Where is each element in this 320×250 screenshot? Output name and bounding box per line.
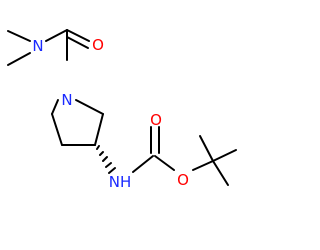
bond-ring-c4-c2 bbox=[51, 113, 63, 146]
hash-line bbox=[99, 151, 104, 156]
bond-methyl-lower bbox=[7, 52, 31, 66]
bond-tbutyl-methyl-top bbox=[212, 149, 237, 162]
bond-carbonyl-o-outer bbox=[66, 29, 90, 42]
atom-ring-n: N bbox=[61, 91, 72, 109]
bond-lines bbox=[7, 29, 237, 186]
atom-carbonyl-o: O bbox=[150, 111, 162, 129]
hash-line bbox=[102, 156, 108, 162]
bond-methyl-upper bbox=[7, 30, 31, 42]
hash-line bbox=[105, 162, 112, 168]
atom-carbamate-nh: NH bbox=[109, 173, 132, 191]
bond-carbonyl-o-inner bbox=[66, 36, 89, 49]
bond-n-carbonyl bbox=[45, 29, 68, 42]
bond-nh-carbonyl bbox=[132, 155, 154, 173]
hash-line bbox=[96, 145, 100, 150]
bond-ring-n-c5 bbox=[75, 99, 104, 115]
bond-tbutyl-methyl-left bbox=[199, 135, 214, 162]
bond-carbonyl-o-ester bbox=[154, 155, 175, 171]
hash-line bbox=[108, 167, 116, 174]
atom-ester-o: O bbox=[177, 171, 189, 189]
atom-amide-n: N bbox=[32, 37, 43, 55]
atom-labels: N O N NH O O bbox=[32, 36, 189, 191]
chemical-structure: N O N NH O O bbox=[7, 29, 237, 191]
bond-ring-c2-n bbox=[51, 99, 59, 115]
bond-ring-c5-c3 bbox=[94, 113, 104, 146]
atom-amide-o: O bbox=[92, 36, 104, 54]
bond-o-tbutyl bbox=[192, 160, 214, 171]
bond-tbutyl-methyl-right bbox=[212, 160, 229, 186]
stereo-hash-bond bbox=[96, 145, 116, 174]
